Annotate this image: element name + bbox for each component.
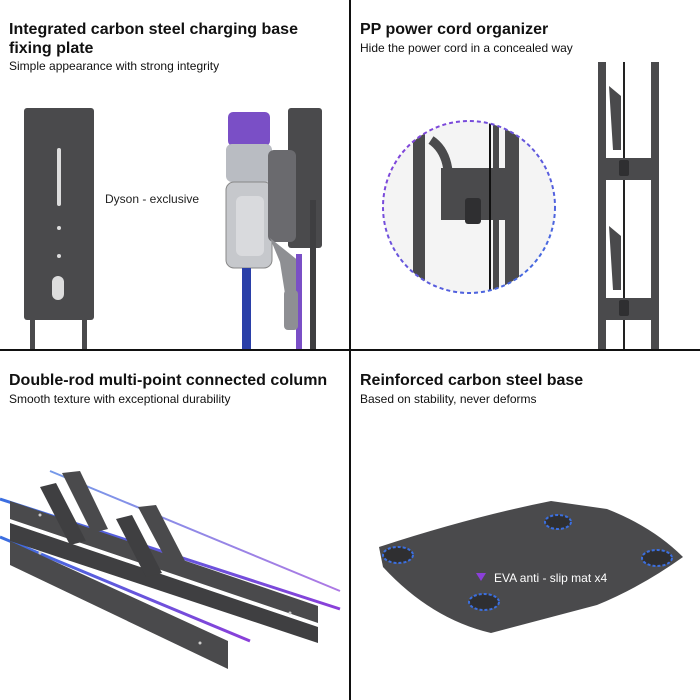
panel-cord-organizer: PP power cord organizer Hide the power c… <box>351 0 700 349</box>
panel-charging-base-plate: Integrated carbon steel charging base fi… <box>0 0 349 349</box>
panel-title: Integrated carbon steel charging base fi… <box>9 21 298 57</box>
panel-subtitle: Hide the power cord in a concealed way <box>360 41 573 55</box>
panel-subtitle: Smooth texture with exceptional durabili… <box>9 392 231 406</box>
double-rod-column-icon <box>0 470 341 669</box>
panel-title: PP power cord organizer <box>360 21 549 38</box>
dyson-note: Dyson - exclusive <box>105 192 200 206</box>
steel-base-plate-icon <box>379 501 683 633</box>
panel-title: Double-rod multi-point connected column <box>9 372 328 389</box>
cord-organizer-zoom-icon <box>382 62 659 349</box>
panel-double-rod-column: Double-rod multi-point connected column … <box>0 351 349 700</box>
panel-steel-base: Reinforced carbon steel base Based on st… <box>351 351 700 700</box>
wall-plate-and-vacuum-icon <box>24 108 322 349</box>
anti-slip-pad <box>382 514 673 611</box>
panel-subtitle: Simple appearance with strong integrity <box>9 59 220 73</box>
anti-slip-note: EVA anti - slip mat x4 <box>494 571 608 585</box>
horizontal-divider <box>0 349 700 351</box>
panel-subtitle: Based on stability, never deforms <box>360 392 537 406</box>
panel-title: Reinforced carbon steel base <box>360 372 584 389</box>
